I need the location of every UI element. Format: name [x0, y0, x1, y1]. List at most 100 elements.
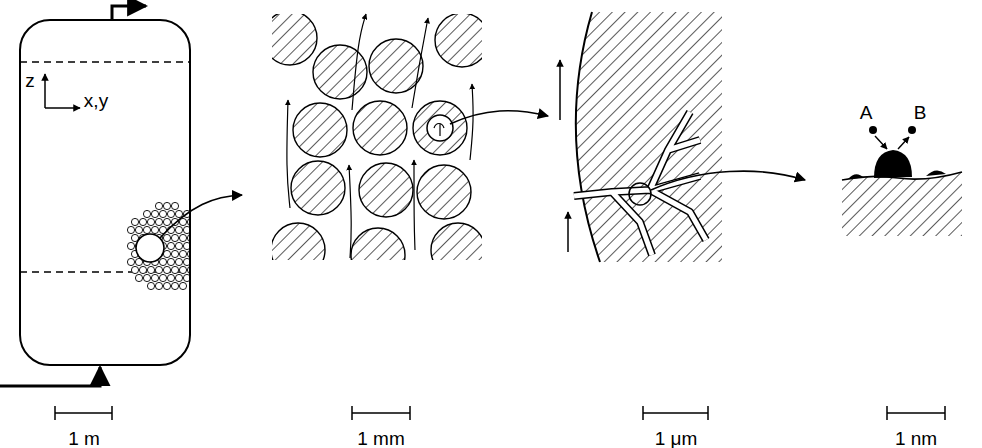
catalyst-pellets	[163, 282, 170, 289]
scale-label: 1 μm	[655, 429, 698, 448]
catalyst-pellets	[171, 250, 178, 257]
axis-label: x,y	[84, 91, 108, 110]
catalyst-pellets	[155, 266, 162, 273]
catalyst-pellets	[171, 266, 178, 273]
pore-network	[574, 112, 706, 255]
catalyst-pellets	[131, 218, 138, 225]
zoom-marker	[434, 124, 444, 137]
catalyst-pellets	[131, 266, 138, 273]
catalyst-pellets	[187, 250, 189, 257]
flow-arrows	[349, 165, 351, 258]
axis-label: z	[25, 71, 35, 90]
coordinate-axes	[44, 74, 46, 108]
catalyst-surface	[842, 150, 962, 236]
catalyst-pellets	[183, 274, 189, 281]
catalyst-pellets	[159, 210, 166, 217]
catalyst-pellets	[183, 258, 189, 265]
scale-bar	[55, 406, 945, 420]
catalyst-pellets	[151, 226, 158, 233]
catalyst-pellets	[127, 202, 189, 289]
catalyst-pellets	[167, 210, 174, 217]
catalyst-pellets	[163, 218, 170, 225]
catalyst-pellets	[163, 250, 170, 257]
zoom-marker	[160, 195, 242, 238]
catalyst-pellets	[187, 234, 189, 241]
flow-arrows	[352, 14, 366, 110]
reaction-arrows	[875, 136, 887, 149]
catalyst-pellets	[183, 242, 189, 249]
reaction-arrows	[869, 126, 877, 134]
catalyst-pellets	[127, 242, 134, 249]
catalyst-surface	[848, 174, 864, 179]
catalyst-pellets	[135, 226, 142, 233]
reactor-vessel	[20, 20, 190, 365]
reaction-arrows	[908, 126, 916, 134]
flow-arrows	[412, 18, 428, 108]
pore-network	[574, 112, 706, 255]
catalyst-pellets	[175, 210, 182, 217]
catalyst-pellets	[171, 202, 178, 209]
scale-label: 1 nm	[895, 429, 937, 448]
pellet-bed	[291, 161, 345, 215]
pellet-section	[576, 12, 600, 262]
zoom-marker	[136, 195, 242, 262]
catalyst-pellets	[127, 258, 134, 265]
reaction-arrows	[869, 126, 916, 149]
scale-label: 1 mm	[357, 429, 405, 448]
pellet-section	[559, 60, 561, 120]
zoom-marker	[136, 234, 164, 262]
catalyst-pellets	[179, 266, 186, 273]
catalyst-pellets	[175, 258, 182, 265]
zoom-marker	[629, 171, 805, 205]
pellet-bed	[435, 14, 482, 67]
pellet-bed	[359, 163, 413, 217]
catalyst-surface	[926, 170, 946, 176]
pellet-bed	[272, 14, 482, 260]
catalyst-pellets	[155, 202, 162, 209]
species-label: A	[860, 103, 873, 122]
catalyst-pellets	[167, 274, 174, 281]
outlet-pipe	[112, 6, 146, 20]
coordinate-axes	[45, 74, 80, 108]
catalyst-pellets	[147, 282, 154, 289]
catalyst-pellets	[171, 282, 178, 289]
scale-bar	[55, 406, 112, 420]
pellet-bed	[351, 228, 405, 260]
species-label: B	[914, 103, 927, 122]
catalyst-pellets	[175, 274, 182, 281]
zoom-marker	[629, 183, 651, 205]
pellet-bed	[293, 103, 347, 157]
catalyst-pellets	[135, 274, 142, 281]
catalyst-pellets	[171, 234, 178, 241]
pellet-bed	[272, 223, 325, 260]
coordinate-axes	[45, 107, 80, 109]
catalyst-pellets	[147, 218, 154, 225]
reactor-vessel	[20, 61, 190, 62]
zoom-marker	[427, 111, 548, 141]
catalyst-pellets	[163, 266, 170, 273]
flow-arrows	[414, 160, 415, 250]
catalyst-surface	[842, 172, 962, 236]
catalyst-pellets	[163, 202, 170, 209]
flow-arrows	[287, 100, 290, 208]
flow-arrows	[470, 84, 473, 160]
pellet-section	[567, 212, 569, 252]
catalyst-pellets	[187, 218, 189, 225]
pellet-bed	[431, 223, 482, 260]
inlet-pipe	[0, 367, 100, 386]
catalyst-surface	[874, 150, 912, 178]
catalyst-pellets	[143, 274, 150, 281]
catalyst-pellets	[175, 226, 182, 233]
scale-bar	[352, 406, 410, 420]
pore-network	[574, 112, 706, 255]
catalyst-pellets	[167, 258, 174, 265]
catalyst-pellets	[155, 282, 162, 289]
catalyst-pellets	[151, 210, 158, 217]
scale-label: 1 m	[68, 429, 100, 448]
pellet-section	[560, 12, 722, 262]
zoom-marker	[450, 111, 548, 124]
scale-bar	[643, 406, 708, 420]
pellet-bed	[353, 101, 407, 155]
